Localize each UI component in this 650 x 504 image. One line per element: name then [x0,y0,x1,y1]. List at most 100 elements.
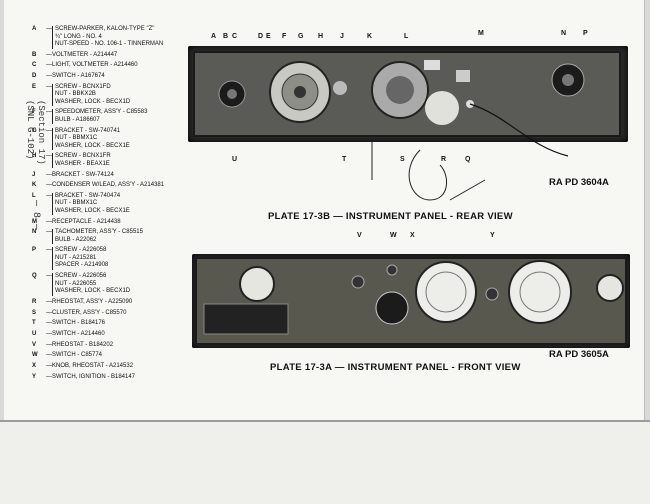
legend-item-k: K —CONDENSER W/LEAD, ASS'Y - A214381 [32,182,192,190]
parts-legend: A—SCREW-PARKER, KALON-TYPE "Z"¾" LONG - … [32,26,192,384]
legend-item-s: S—CLUSTER, ASS'Y - C85570 [32,310,192,318]
legend-line: BULB - A22062 [55,236,97,243]
callout-j: J [340,33,344,40]
legend-key: V [32,341,37,348]
legend-text: SWITCH - A214460 [52,331,192,339]
legend-line: BULB - A186607 [55,116,100,123]
legend-key: W [32,352,38,359]
legend-line: SPACER - A214908 [55,262,109,269]
legend-line: WASHER, LOCK - BECX1D [55,98,131,105]
legend-line: LIGHT, VOLTMETER - A214460 [52,62,138,69]
legend-text: SWITCH - A167674 [52,73,192,81]
legend-line: SPEEDOMETER, ASS'Y - C85583 [55,109,148,116]
legend-dash: — [46,26,52,32]
legend-key: M [32,218,37,225]
legend-line: SCREW - A226058 [55,247,107,254]
legend-text: CONDENSER W/LEAD, ASS'Y - A214381 [52,182,192,190]
legend-dash: — [46,341,52,348]
callout-c: C [232,33,238,40]
legend-line: KNOB, RHEOSTAT - A214532 [52,362,134,369]
legend-line: RHEOSTAT - B184202 [52,341,114,348]
voltmeter-face [239,266,275,302]
front-view-photo [192,254,630,348]
bracket-j [333,81,347,95]
legend-line: NUT - BBMX1C [55,200,98,207]
legend-dash: — [46,309,52,316]
legend-key: Q [32,273,37,280]
legend-item-x: X—KNOB, RHEOSTAT - A214532 [32,363,192,371]
receptacle [456,70,470,82]
legend-line: SWITCH - A214460 [52,330,105,337]
callout-g: G [298,33,304,40]
voltmeter-rear-center [227,89,237,99]
legend-key: N [32,229,37,236]
legend-dash: — [46,62,52,69]
legend-dash: — [46,73,52,80]
legend-line: SWITCH - A167674 [52,73,105,80]
next-page-edge [0,420,650,504]
legend-dash: — [46,182,52,189]
legend-key: K [32,182,37,189]
legend-text: VOLTMETER - A214447 [52,52,192,60]
legend-line: CONDENSER W/LEAD, ASS'Y - A214381 [52,182,165,189]
legend-key: R [32,298,37,305]
callout-h: H [318,33,324,40]
legend-dash: — [46,109,52,116]
legend-line: NUT - A215281 [55,254,97,261]
legend-text: SWITCH - B184176 [52,320,192,328]
callout-m: M [478,30,484,37]
legend-dash: — [46,330,52,337]
legend-key: H [32,153,37,160]
legend-key: G [32,127,37,134]
warning-plate [203,303,289,335]
section-label: (Section 17) (SNL G-102) [20,100,46,165]
legend-dash: — [46,192,52,199]
callout-k: K [367,33,373,40]
legend-dash: — [46,171,52,178]
legend-line: SWITCH, IGNITION - B184147 [52,373,136,380]
bracket-l [424,60,440,70]
legend-line: ¾" LONG - NO. 4 [55,33,102,40]
callout-y: Y [490,232,495,239]
legend-key: X [32,362,37,369]
legend-dash: — [46,247,52,254]
callout-s: S [400,156,405,163]
callout-t: T [342,156,347,163]
legend-key: F [32,109,36,116]
callout-n: N [561,30,567,37]
legend-dash: — [46,51,52,58]
legend-text: KNOB, RHEOSTAT - A214532 [52,363,192,371]
section-label-text: (Section 17) [36,100,46,165]
callout-q: Q [465,156,471,163]
legend-dash: — [46,320,52,327]
legend-item-b: B—VOLTMETER - A214447 [32,52,192,60]
legend-line: WASHER, LOCK - BECX1D [55,288,131,295]
legend-line: BRACKET - SW-740474 [55,192,121,199]
callout-d: D [258,33,264,40]
legend-key: A [32,26,37,32]
legend-text: RHEOSTAT, ASS'Y - A225090 [52,299,192,307]
legend-key: L [32,192,36,199]
legend-text: BRACKET - SW-74124 [52,172,192,180]
legend-line: RHEOSTAT, ASS'Y - A225090 [52,298,133,305]
legend-line: SCREW - BCNX1FR [55,153,111,160]
legend-line: TACHOMETER, ASS'Y - C85515 [55,229,143,236]
legend-item-v: V —RHEOSTAT - B184202 [32,342,192,350]
rear-ref-code: RA PD 3604A [549,177,609,188]
legend-item-j: J—BRACKET - SW-74124 [32,172,192,180]
legend-dash: — [46,153,52,160]
callout-b: B [223,33,229,40]
legend-line: SWITCH - B184176 [52,320,106,327]
legend-text: SWITCH, IGNITION - B184147 [52,374,192,382]
legend-line: SCREW - A226056 [55,273,107,280]
front-ref-code: RA PD 3605A [549,349,609,360]
legend-item-y: Y—SWITCH, IGNITION - B184147 [32,374,192,382]
legend-line: NUT - BBKX2B [55,91,96,98]
